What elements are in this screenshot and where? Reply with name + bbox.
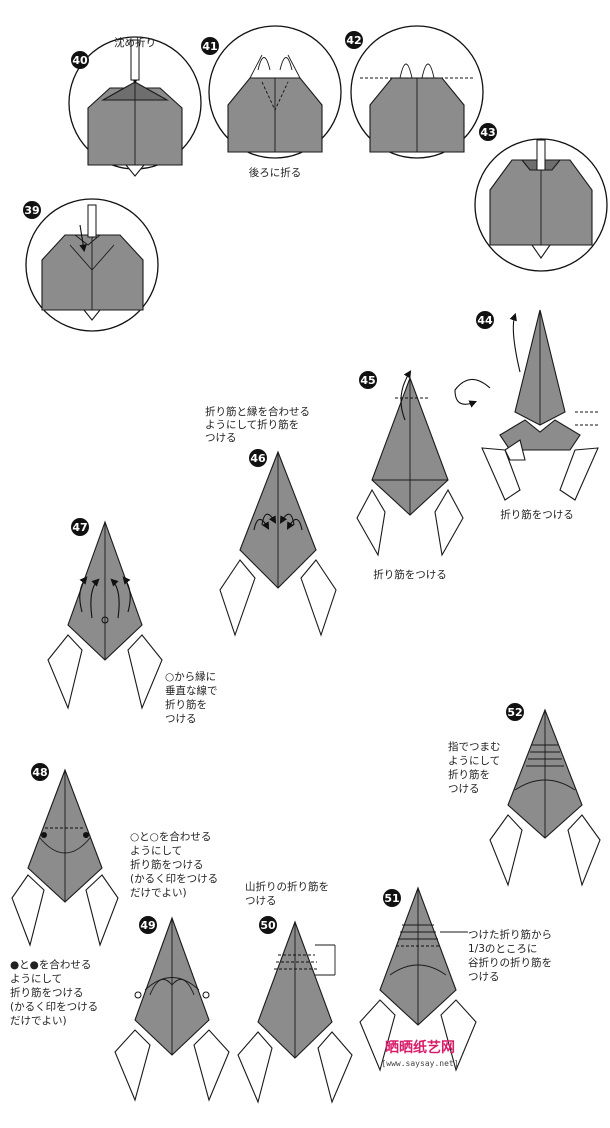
- step-46: 46 折り筋と縁を合わせる ようにして折り筋を つける: [205, 405, 336, 635]
- caption-52-line1: 指でつまむ: [448, 740, 501, 753]
- step-number: 52: [507, 706, 522, 719]
- caption-46-line1: 折り筋と縁を合わせる: [205, 405, 310, 418]
- caption-49-line3: 折り筋をつける: [130, 858, 204, 871]
- step-number: 42: [346, 34, 361, 47]
- step-50: 50 山折りの折り筋を つける: [238, 880, 352, 1102]
- step-45: 45 折り筋をつける: [357, 371, 490, 581]
- step-number: 50: [260, 919, 276, 932]
- caption-51-line4: つける: [468, 971, 500, 983]
- step-number: 41: [202, 40, 217, 53]
- caption-48-line3: 折り筋をつける: [10, 986, 84, 999]
- step-47: 47 ○から縁に 垂直な線で 折り筋を つける: [48, 518, 218, 725]
- caption-50-line2: つける: [245, 895, 277, 907]
- step-number: 48: [32, 766, 47, 779]
- step-52: 52 指でつまむ ようにして 折り筋を つける: [448, 703, 600, 885]
- caption-49-line1: ○と○を合わせる: [130, 830, 211, 843]
- step-44: 44 折り筋をつける: [476, 310, 600, 521]
- caption-48-line2: ようにして: [10, 973, 62, 985]
- caption-47-line2: 垂直な線で: [165, 684, 218, 697]
- step-number: 46: [250, 452, 266, 465]
- caption-sink-fold: 沈め折り: [114, 36, 156, 49]
- watermark-url: [www.saysay.net]: [381, 1059, 458, 1068]
- caption-51-line3: 谷折りの折り筋を: [468, 956, 552, 969]
- caption-46-line3: つける: [205, 432, 237, 444]
- caption-fold-back: 後ろに折る: [249, 166, 302, 179]
- step-42: 42: [345, 26, 483, 158]
- caption-51-line2: 1/3のところに: [468, 943, 537, 955]
- watermark-brand: 晒晒纸艺网: [385, 1039, 455, 1056]
- caption-49-line4: (かるく印をつける: [130, 873, 218, 885]
- caption-crease-44: 折り筋をつける: [500, 508, 574, 521]
- caption-47-line3: 折り筋を: [165, 698, 207, 711]
- step-number: 49: [140, 919, 155, 932]
- step-41: 41 後ろに折る: [201, 26, 341, 179]
- caption-49-line5: だけでよい): [130, 887, 187, 899]
- step-number: 51: [384, 892, 399, 905]
- step-number: 44: [477, 314, 493, 327]
- step-number: 40: [72, 54, 88, 67]
- caption-48-line4: (かるく印をつける: [10, 1001, 98, 1013]
- step-40: 40 沈め折り: [69, 36, 201, 176]
- caption-50-line1: 山折りの折り筋を: [245, 880, 329, 893]
- step-43: 43: [475, 123, 607, 271]
- caption-crease-45: 折り筋をつける: [373, 568, 447, 581]
- caption-47-line1: ○から縁に: [165, 670, 216, 683]
- caption-48-line1: ●と●を合わせる: [10, 958, 91, 971]
- caption-47-line4: つける: [165, 713, 197, 725]
- step-number: 39: [24, 204, 39, 217]
- step-number: 43: [480, 126, 495, 139]
- watermark: 晒晒纸艺网 [www.saysay.net]: [381, 1039, 458, 1068]
- caption-48-line5: だけでよい): [10, 1015, 67, 1027]
- caption-46-line2: ようにして折り筋を: [205, 418, 299, 431]
- caption-52-line2: ようにして: [448, 755, 500, 767]
- caption-52-line3: 折り筋を: [448, 768, 490, 781]
- step-48: 48 ●と●を合わせる ようにして 折り筋をつける (かるく印をつける だけでよ…: [10, 763, 118, 1027]
- step-49: 49 ○と○を合わせる ようにして 折り筋をつける (かるく印をつける だけでよ…: [115, 830, 229, 1100]
- caption-51-line1: つけた折り筋から: [468, 928, 552, 941]
- step-number: 45: [360, 374, 375, 387]
- caption-49-line2: ようにして: [130, 845, 182, 857]
- step-number: 47: [72, 521, 87, 534]
- caption-52-line4: つける: [448, 783, 480, 795]
- step-39: 39: [23, 199, 158, 331]
